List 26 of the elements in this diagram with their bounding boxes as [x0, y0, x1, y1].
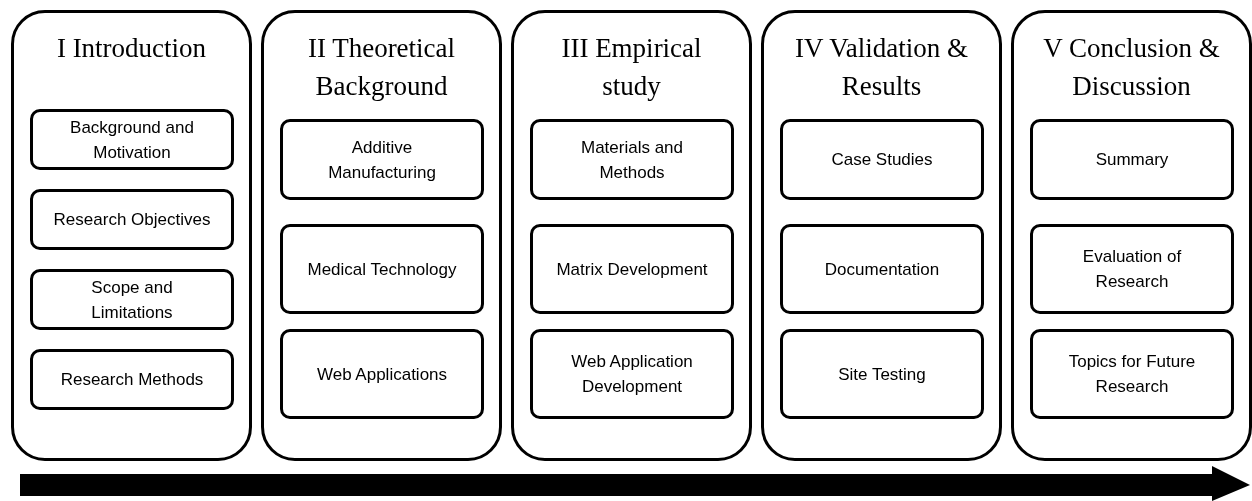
topic-box: Web Applications	[280, 329, 484, 419]
section-panel	[1011, 10, 1252, 461]
topic-box: Documentation	[780, 224, 984, 314]
topic-box: Summary	[1030, 119, 1234, 200]
topic-box: Research Methods	[30, 349, 234, 410]
section-panel	[511, 10, 752, 461]
topic-box: Medical Technology	[280, 224, 484, 314]
section-panel	[11, 10, 252, 461]
topic-box: Materials and Methods	[530, 119, 734, 200]
section-title: III Empirical study	[560, 32, 703, 103]
section-title: II Theoretical Background	[306, 32, 457, 103]
section-title: I Introduction	[55, 32, 208, 65]
topic-box: Topics for Future Research	[1030, 329, 1234, 419]
topic-box: Matrix Development	[530, 224, 734, 314]
topic-box: Research Objectives	[30, 189, 234, 250]
topic-box: Case Studies	[780, 119, 984, 200]
section-title: V Conclusion & Discussion	[1042, 32, 1221, 103]
topic-box: Scope and Limitations	[30, 269, 234, 330]
topic-box: Additive Manufacturing	[280, 119, 484, 200]
section-panel	[761, 10, 1002, 461]
section-panel	[261, 10, 502, 461]
section-title: IV Validation & Results	[794, 32, 969, 103]
topic-box: Background and Motivation	[30, 109, 234, 170]
topic-box: Web Application Development	[530, 329, 734, 419]
topic-box: Site Testing	[780, 329, 984, 419]
topic-box: Evaluation of Research	[1030, 224, 1234, 314]
